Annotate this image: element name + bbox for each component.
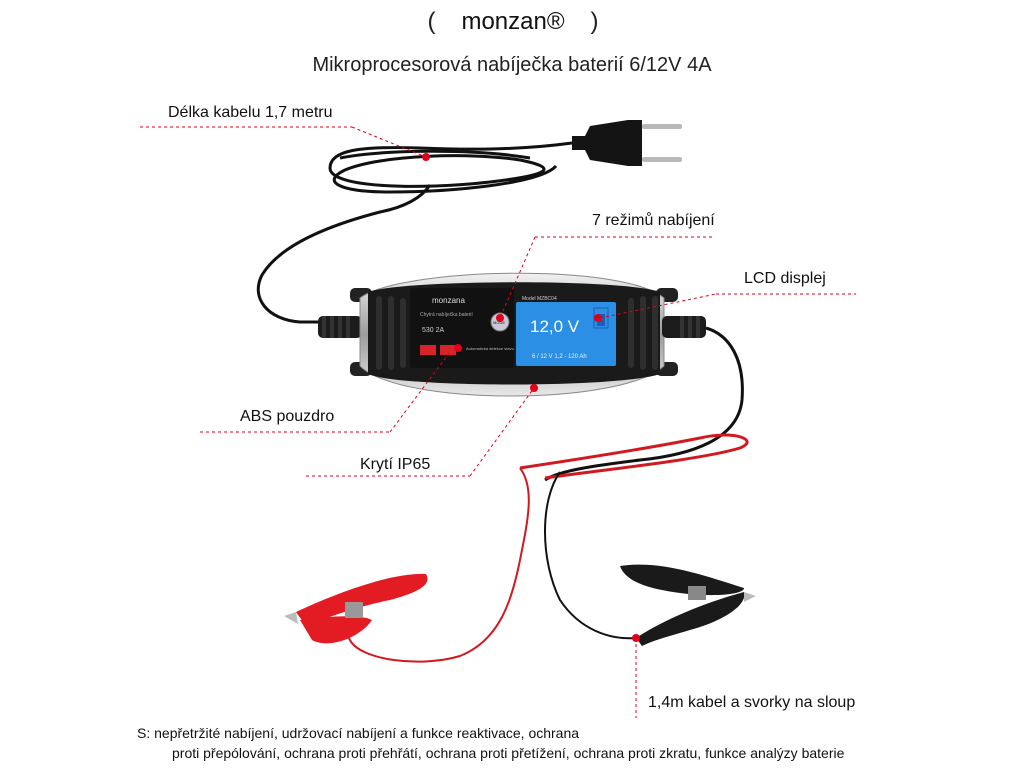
output-cable xyxy=(339,326,749,663)
battery-6v-icon xyxy=(420,345,436,355)
device-model: Model MZBC04 xyxy=(522,296,557,302)
footer-line-2: proti přepólování, ochrana proti přehřát… xyxy=(172,745,845,761)
paren-left: ( xyxy=(427,8,436,35)
footer-line-1: S: nepřetržité nabíjení, udržovací nabíj… xyxy=(137,725,580,741)
callout-clamps: 1,4m kabel a svorky na sloup xyxy=(648,694,856,711)
callout-modes: 7 režimů nabíjení xyxy=(592,212,715,229)
device-rating: 530 2A xyxy=(422,327,445,334)
callout-dots xyxy=(422,153,640,642)
callout-cable-length: Délka kabelu 1,7 metru xyxy=(168,104,333,121)
right-strain-relief xyxy=(662,316,706,338)
device-brand: monzana xyxy=(432,296,465,305)
callout-lcd: LCD displej xyxy=(744,270,826,287)
paren-right: ) xyxy=(590,8,599,35)
mode-button-label: MODE xyxy=(493,320,505,325)
device-subtitle: Chytrá nabíječka baterií xyxy=(420,312,473,318)
callout-ip65: Krytí IP65 xyxy=(360,456,431,473)
power-cable xyxy=(256,141,573,324)
lcd-screen xyxy=(516,302,616,366)
power-plug xyxy=(572,120,682,166)
lcd-voltage: 12,0 V xyxy=(530,317,580,336)
black-clamp xyxy=(620,564,756,646)
device-auto-text: Automatická detekce stavu xyxy=(466,346,514,351)
battery-12v-icon xyxy=(440,345,456,355)
left-strain-relief xyxy=(318,316,362,338)
page-title: Mikroprocesorová nabíječka baterií 6/12V… xyxy=(312,54,712,76)
lcd-range: 6 / 12 V 1,2 - 120 Ah xyxy=(532,354,587,360)
charger-body: monzana Chytrá nabíječka baterií 530 2A … xyxy=(359,272,665,397)
red-clamp xyxy=(284,573,428,644)
callout-leaders xyxy=(140,126,856,718)
brand-logo: ( monzan® ) xyxy=(400,6,626,38)
callout-abs: ABS pouzdro xyxy=(240,408,335,425)
brand-name: monzan® xyxy=(461,8,565,35)
